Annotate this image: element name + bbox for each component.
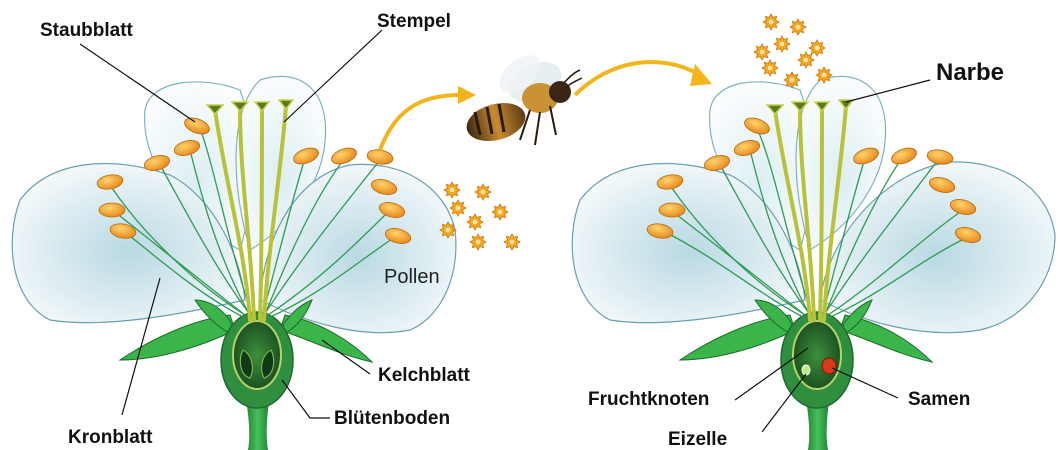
leader-bluetenboden — [282, 380, 330, 418]
pollen-grain-icon — [450, 200, 466, 216]
ovary — [233, 321, 281, 389]
label-bluetenboden: Blütenboden — [334, 408, 450, 429]
arrow-flower-to-bee — [380, 95, 460, 150]
leader-eizelle — [762, 374, 806, 432]
arrow-bee-to-flower — [575, 62, 700, 95]
pollen-grain-icon — [440, 222, 456, 238]
pollen-grain-icon — [492, 204, 508, 220]
label-kronblatt: Kronblatt — [68, 427, 153, 448]
arrow-bee-to-flower-head — [690, 64, 712, 86]
pollen-grain-icon — [470, 234, 486, 250]
label-staubblatt: Staubblatt — [40, 20, 134, 41]
label-samen: Samen — [908, 389, 970, 410]
leader-stempel — [284, 30, 382, 122]
pollen-grain-icon — [784, 72, 800, 88]
seed — [822, 358, 836, 374]
pollen-grain-icon — [809, 40, 825, 56]
label-stempel: Stempel — [377, 11, 451, 32]
pollen-grain-icon — [798, 52, 814, 68]
bee-icon — [462, 48, 582, 147]
pollen-grain-icon — [754, 44, 770, 60]
pollen-grain-icon — [444, 182, 460, 198]
pollen-grain-icon — [774, 36, 790, 52]
ovary-2 — [793, 321, 841, 389]
pollen-grain-icon — [790, 19, 806, 35]
pollen-grain-icon — [504, 234, 520, 250]
label-narbe: Narbe — [936, 59, 1004, 86]
pollen-grain-icon — [816, 67, 832, 83]
arrow-flower-to-bee-head — [458, 86, 476, 104]
label-kelchblatt: Kelchblatt — [378, 365, 471, 386]
label-pollen: Pollen — [384, 266, 440, 288]
pollen-grain-icon — [763, 14, 779, 30]
egg-cell — [802, 365, 810, 375]
label-eizelle: Eizelle — [668, 429, 727, 450]
pollen-grain-icon — [467, 214, 483, 230]
pollen-grain-icon — [475, 184, 491, 200]
pollen-grain-icon — [762, 60, 778, 76]
pollen-cluster-right — [754, 14, 832, 88]
label-fruchtknoten: Fruchtknoten — [588, 389, 709, 410]
